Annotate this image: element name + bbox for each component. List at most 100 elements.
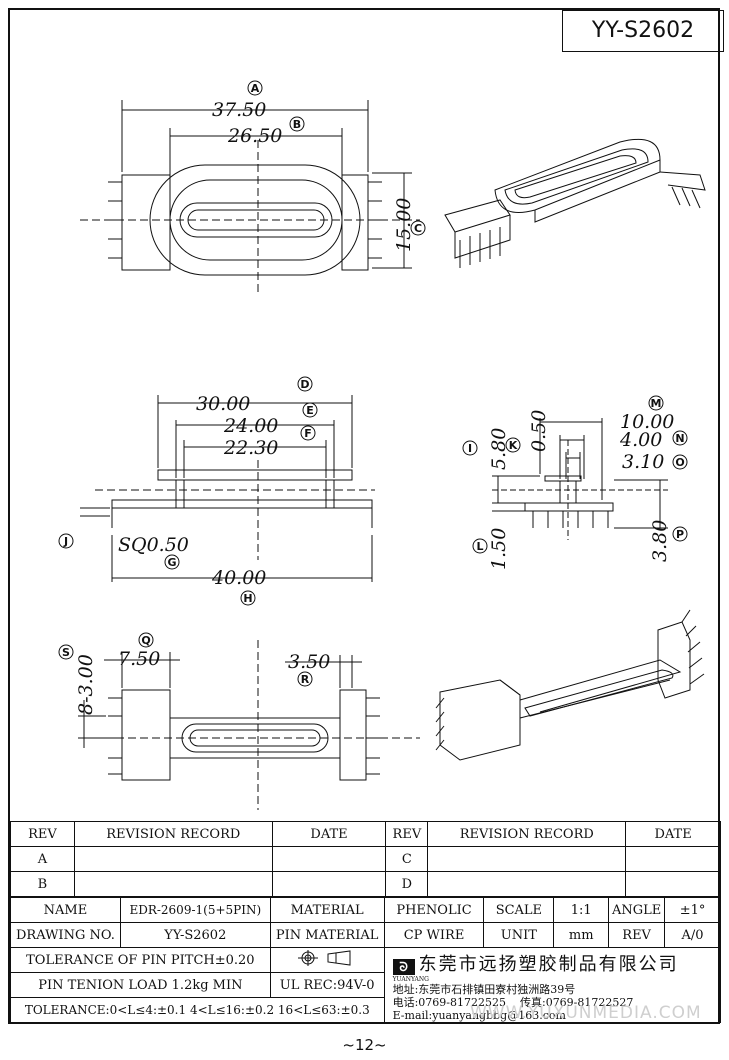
ref-label-text: E — [306, 404, 314, 417]
ref-label-text: Q — [141, 634, 150, 647]
ref-label-h: H — [240, 590, 256, 606]
ref-label-m: M — [648, 395, 664, 411]
scale-label: SCALE — [483, 897, 555, 923]
dim-l-value: 1.50 — [488, 528, 510, 570]
angle-value: ±1° — [664, 897, 721, 923]
ref-label-text: A — [251, 82, 260, 95]
dim-a-value: 37.50 — [212, 99, 266, 121]
ref-label-f: F — [300, 425, 316, 441]
rev-header: REV — [10, 821, 75, 847]
rev-value: A/0 — [664, 922, 721, 948]
revision-record-cell — [427, 846, 627, 872]
ref-label-text: S — [62, 646, 70, 659]
ref-label-text: F — [304, 427, 312, 440]
dim-o-value: 3.10 — [622, 451, 664, 473]
dim-n-value: 4.00 — [619, 429, 662, 451]
ref-label-text: P — [676, 528, 684, 541]
ref-label-a: A — [247, 80, 263, 96]
company-address: 地址:东莞市石排镇田寮村独洲路39号 — [392, 983, 576, 996]
iso-view-bottom — [435, 609, 705, 761]
ref-label-p: P — [672, 526, 688, 542]
revision-record-header-2: REVISION RECORD — [427, 821, 627, 847]
general-tolerance: TOLERANCE:0<L≤4:±0.1 4<L≤16:±0.2 16<L≤63… — [10, 997, 385, 1023]
revision-record-cell — [73, 871, 273, 897]
dim-f-value: 22.30 — [223, 437, 278, 459]
title-block: NAME EDR-2609-1(5+5PIN) MATERIAL PHENOLI… — [10, 897, 722, 1023]
dim-b-value: 26.50 — [227, 125, 282, 147]
rev-header-2: REV — [385, 821, 429, 847]
dim-m-value: 10.00 — [620, 411, 674, 433]
drawing-no-label: DRAWING NO. — [10, 922, 121, 948]
page-number: ~12~ — [342, 1036, 387, 1054]
revision-table: REV REVISION RECORD DATE REV REVISION RE… — [10, 821, 721, 897]
ref-label-text: K — [509, 439, 518, 452]
bottom-view — [78, 640, 420, 810]
pin-material-label: PIN MATERIAL — [269, 922, 385, 948]
ul-rec: UL REC:94V-0 — [269, 972, 385, 998]
company-logo-icon: ᘐ — [392, 958, 415, 975]
ref-label-k: K — [505, 437, 521, 453]
dim-i-value: 5.80 — [488, 428, 510, 470]
ref-label-text: C — [414, 222, 422, 235]
ref-label-b: B — [289, 116, 305, 132]
rev-label: REV — [608, 922, 666, 948]
company-email: E-mail:yuanyangbbg@163.com — [392, 1009, 566, 1022]
company-name: 东莞市远扬塑胶制品有限公司 — [418, 954, 679, 975]
date-cell — [271, 871, 387, 897]
ref-label-g: G — [164, 554, 180, 570]
company-phone: 电话:0769-81722525 — [392, 996, 506, 1009]
reference-labels: A B C DEF G H I J K L M NO P Q R S — [58, 80, 688, 687]
dim-s-value: 8-3.00 — [75, 654, 97, 715]
rev-cell: D — [385, 871, 429, 897]
revision-header-row: REV REVISION RECORD DATE REV REVISION RE… — [10, 821, 721, 847]
drawing-frame — [8, 8, 720, 1024]
rev-cell: A — [10, 846, 75, 872]
technical-drawing: 37.50 26.50 15.00 30.00 24.00 — [58, 80, 706, 810]
ref-label-text: R — [301, 673, 310, 686]
scale-value: 1:1 — [553, 897, 610, 923]
date-cell — [271, 846, 387, 872]
revision-record-header: REVISION RECORD — [73, 821, 273, 847]
name-label: NAME — [10, 897, 121, 923]
ref-label-text: M — [651, 397, 662, 410]
ref-label-s: S — [58, 644, 74, 660]
revision-record-cell — [427, 871, 627, 897]
tolerance-symbols — [269, 947, 385, 973]
date-cell — [625, 871, 721, 897]
ref-label-text: D — [300, 378, 309, 391]
revision-record-cell — [73, 846, 273, 872]
name-value: EDR-2609-1(5+5PIN) — [119, 897, 271, 923]
pin-pitch-tolerance: TOLERANCE OF PIN PITCH±0.20 — [10, 947, 271, 973]
dim-r-value: 3.50 — [288, 651, 330, 673]
ref-label-text: B — [293, 118, 301, 131]
ref-label-o: O — [672, 454, 688, 470]
dim-c-value: 15.00 — [393, 198, 415, 252]
part-number-box: YY-S2602 — [562, 10, 724, 52]
dim-e-value: 24.00 — [223, 415, 278, 437]
ref-label-n: N — [672, 430, 688, 446]
date-cell — [625, 846, 721, 872]
ref-label-text: N — [675, 432, 684, 445]
angle-label: ANGLE — [608, 897, 666, 923]
rev-cell: B — [10, 871, 75, 897]
ref-label-text: O — [675, 456, 684, 469]
front-view — [80, 395, 375, 582]
dim-g-value: SQ0.50 — [118, 534, 189, 556]
company-fax: 传真:0769-81722527 — [519, 996, 634, 1009]
watermark: WWW.YUXUNMEDIA.COM — [470, 1003, 702, 1023]
dim-h-value: 40.00 — [211, 567, 266, 589]
pin-material-value: CP WIRE — [383, 922, 485, 948]
dim-q-value: 7.50 — [118, 648, 160, 670]
ref-label-r: R — [297, 671, 313, 687]
drawing-no-value: YY-S2602 — [119, 922, 271, 948]
ref-label-d: D — [297, 376, 313, 392]
ref-label-l: L — [472, 538, 488, 554]
ref-label-j: J — [58, 533, 74, 549]
ref-label-i: I — [462, 440, 478, 456]
top-view — [80, 100, 420, 295]
table-row: B D — [10, 871, 721, 897]
date-header-2: DATE — [625, 821, 721, 847]
ref-label-c: C — [410, 220, 426, 236]
unit-label: UNIT — [483, 922, 555, 948]
date-header: DATE — [271, 821, 387, 847]
